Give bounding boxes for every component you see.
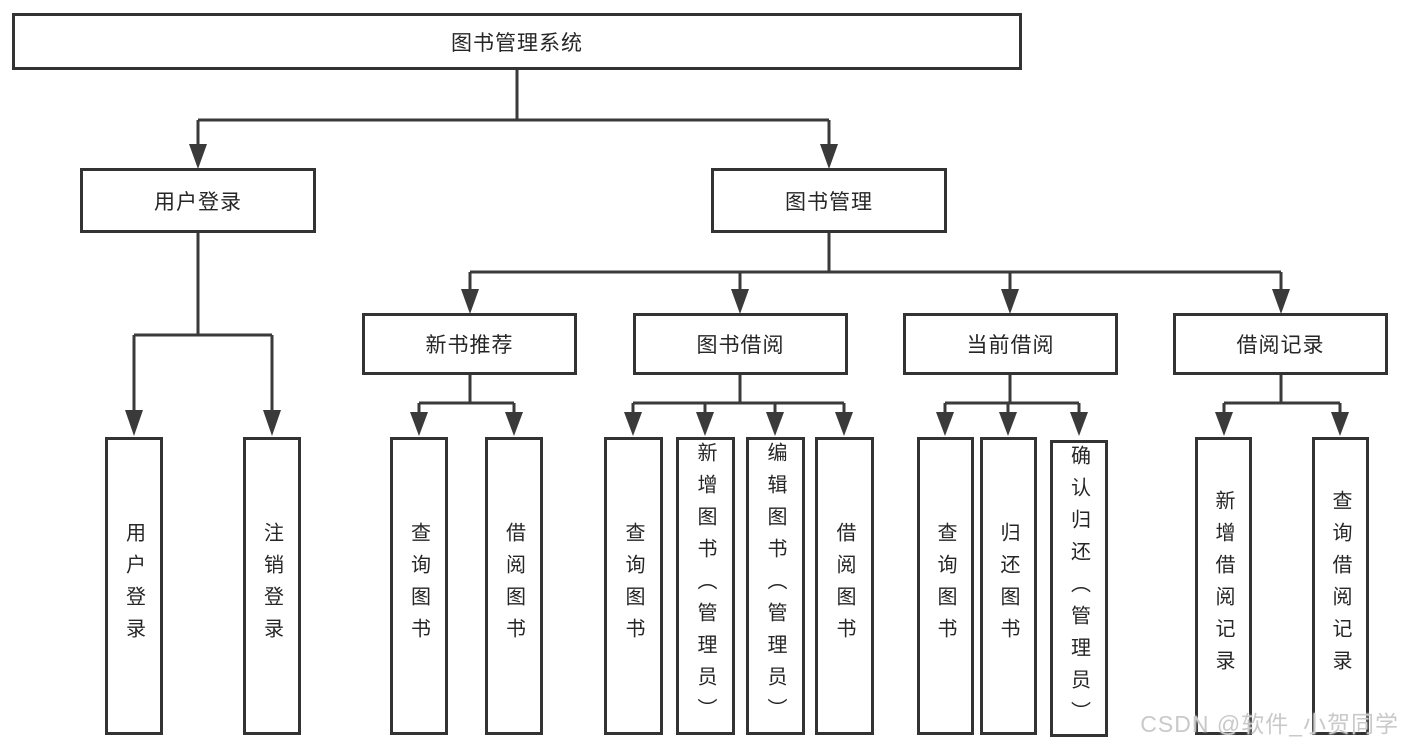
connectors-user-branch [125, 233, 281, 436]
leaf-edit-book-admin: 编辑图书（管理员） [746, 437, 805, 735]
leaf-label: 查询图书 [622, 522, 644, 650]
leaf-label: 确认归还（管理员） [1067, 444, 1090, 733]
connectors-root-to-level2 [189, 70, 838, 169]
leaf-query-borrow-record: 查询借阅记录 [1312, 437, 1369, 735]
leaf-label: 查询图书 [407, 522, 430, 650]
leaf-label: 查询图书 [934, 522, 956, 650]
node-label: 借阅记录 [1236, 334, 1325, 357]
leaf-add-borrow-record: 新增借阅记录 [1195, 437, 1252, 735]
node-label: 用户登录 [154, 190, 242, 214]
node-new-book-recommend: 新书推荐 [362, 313, 577, 375]
node-label: 图书借阅 [696, 334, 785, 357]
leaf-label: 查询借阅记录 [1329, 490, 1351, 682]
node-label: 新书推荐 [425, 334, 514, 357]
csdn-watermark: CSDN @软件_小贺同学 [1140, 711, 1399, 737]
node-book-management-branch: 图书管理 [711, 168, 947, 233]
node-current-borrow: 当前借阅 [903, 313, 1118, 375]
leaf-label: 用户登录 [122, 522, 145, 650]
leaf-borrow-books-1: 借阅图书 [485, 437, 543, 735]
leaf-return-book: 归还图书 [980, 437, 1037, 735]
connectors-book-branch-to-level3 [461, 233, 1290, 314]
leaf-query-books-1: 查询图书 [390, 437, 448, 735]
node-book-borrow: 图书借阅 [633, 313, 848, 375]
node-label: 当前借阅 [966, 334, 1055, 357]
leaf-label: 借阅图书 [833, 522, 855, 650]
leaf-borrow-books-2: 借阅图书 [815, 437, 874, 735]
node-borrow-records: 借阅记录 [1173, 313, 1388, 375]
node-system-root: 图书管理系统 [12, 13, 1022, 70]
leaf-add-book-admin: 新增图书（管理员） [676, 437, 735, 735]
connectors-group-records [1215, 375, 1349, 436]
leaf-label: 编辑图书（管理员） [764, 442, 786, 730]
node-label: 图书管理系统 [451, 31, 583, 55]
leaf-label: 借阅图书 [502, 522, 525, 650]
connectors-group-new-books [410, 375, 523, 436]
connectors-group-borrow [624, 375, 853, 436]
leaf-logout: 注销登录 [243, 437, 301, 735]
leaf-query-books-2: 查询图书 [604, 437, 663, 735]
leaf-label: 归还图书 [997, 522, 1019, 650]
leaf-label: 新增借阅记录 [1212, 490, 1234, 682]
leaf-confirm-return-admin: 确认归还（管理员） [1050, 440, 1108, 737]
connectors-group-current [936, 375, 1088, 436]
leaf-user-login: 用户登录 [105, 437, 163, 735]
node-user-login-branch: 用户登录 [80, 168, 316, 233]
leaf-label: 新增图书（管理员） [694, 442, 716, 730]
leaf-label: 注销登录 [260, 522, 283, 650]
node-label: 图书管理 [785, 190, 873, 214]
leaf-query-books-3: 查询图书 [917, 437, 974, 735]
